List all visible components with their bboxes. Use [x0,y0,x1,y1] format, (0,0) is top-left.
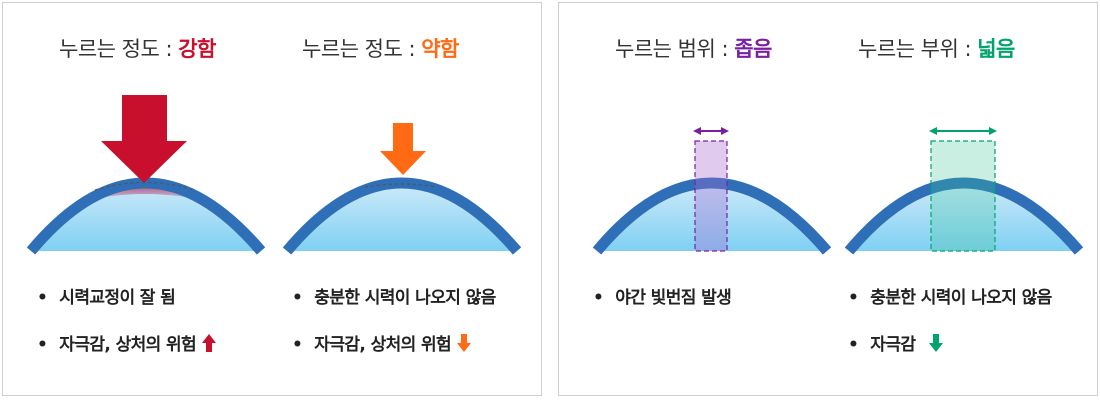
diagram-narrow-range [592,127,832,255]
diagram-strong-pressure [26,95,266,255]
title-prefix: 누르는 부위 : [858,37,978,61]
wide-width-arrow-icon [929,127,997,135]
bullet-dot: • [292,288,303,308]
bullet-dot: • [848,288,859,308]
cornea-outline [844,177,1084,255]
down-arrow-icon [457,333,472,357]
bullet-insufficient-vision-wide: • 충분한 시력이 나오지 않음 [848,283,1052,308]
title-range-narrow: 누르는 범위 : 좁음 [615,33,772,63]
bullet-dot: • [593,288,604,308]
panel-pressure: 누르는 정도 : 강함 • 시력교정이 잘 됨 • 자극감, 상처의 위험 누르는 … [2,2,542,396]
title-highlight: 약함 [421,37,459,61]
cornea-outline [282,177,522,255]
bullet-text: 충분한 시력이 나오지 않음 [314,288,496,308]
bullet-insufficient-vision: • 충분한 시력이 나오지 않음 [292,283,496,308]
diagram-weak-pressure [282,123,522,255]
bullet-correction-good: • 시력교정이 잘 됨 [37,283,176,308]
title-highlight: 강함 [178,37,216,61]
bullet-irritation-down: • 자극감 [848,330,944,357]
bullet-text: 시력교정이 잘 됨 [59,288,176,308]
narrow-pressure-zone [694,140,728,252]
bullet-irritation-risk-up: • 자극감, 상처의 위험 [37,330,217,357]
bullet-dot: • [37,288,48,308]
down-arrow-icon [929,333,944,357]
bullet-irritation-risk-down: • 자극감, 상처의 위험 [292,330,472,357]
panel-range: 누르는 범위 : 좁음 • 야간 빛번짐 발생 누르는 부위 : 넓음 [558,2,1098,396]
bullet-text: 충분한 시력이 나오지 않음 [870,288,1052,308]
bullet-dot: • [848,335,859,355]
title-prefix: 누르는 범위 : [615,37,735,61]
title-highlight: 좁음 [734,37,772,61]
title-prefix: 누르는 정도 : [302,37,422,61]
bullet-dot: • [292,335,303,355]
diagram-wide-range [844,127,1084,255]
title-pressure-weak: 누르는 정도 : 약함 [302,33,459,63]
bullet-text: 자극감, 상처의 위험 [314,335,452,355]
cornea-outline [26,177,266,255]
wide-pressure-zone [930,140,996,252]
bullet-night-glare: • 야간 빛번짐 발생 [593,283,732,308]
narrow-width-arrow-icon [693,127,729,135]
up-arrow-icon [202,333,217,357]
strong-pressure-arrow-icon [101,95,187,183]
weak-pressure-arrow-icon [380,123,426,175]
title-prefix: 누르는 정도 : [59,37,179,61]
bullet-text: 자극감 [870,335,916,355]
cornea-outline [592,177,832,255]
original-curve-dashed [364,183,438,188]
title-highlight: 넓음 [977,37,1015,61]
title-range-wide: 누르는 부위 : 넓음 [858,33,1015,63]
bullet-text: 자극감, 상처의 위험 [59,335,197,355]
title-pressure-strong: 누르는 정도 : 강함 [59,33,216,63]
bullet-dot: • [37,335,48,355]
bullet-text: 야간 빛번짐 발생 [615,288,732,308]
original-curve-dashed [94,181,196,191]
